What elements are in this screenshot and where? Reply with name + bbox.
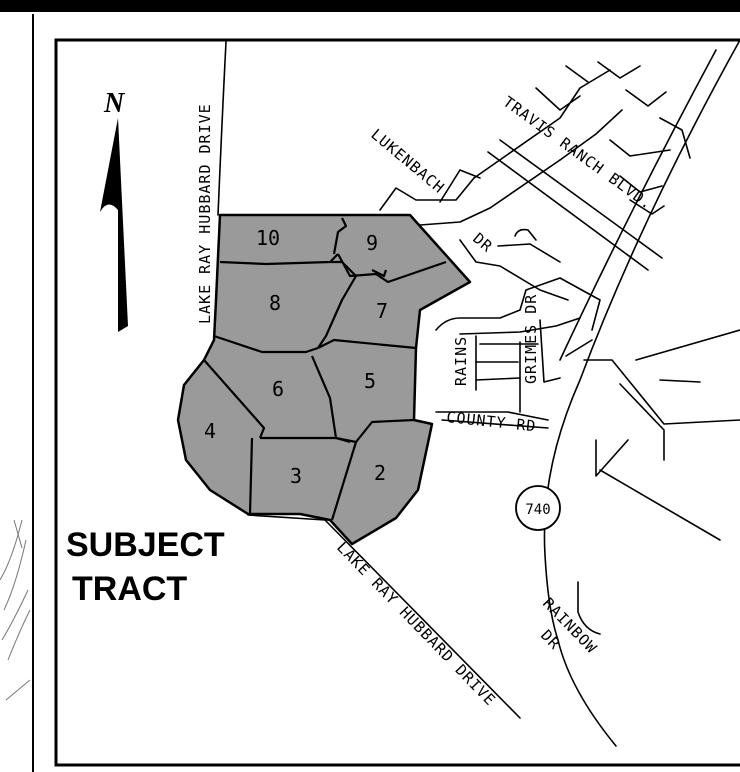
north-arrow: N [100,88,128,332]
subject-tract-line1: SUBJECT [66,526,225,564]
subject-tract-title: SUBJECT TRACT [66,526,225,608]
county-rd-label: COUNTY RD [446,408,538,435]
subject-tract-line2: TRACT [72,570,187,608]
rains-label: RAINS [452,336,470,386]
lot-5: 5 [364,369,376,393]
lot-4: 4 [204,419,216,443]
lot-numbers: 10 9 8 7 6 5 4 3 2 [204,226,388,488]
lot-9: 9 [366,231,378,255]
map-frame [54,38,740,767]
lukenbach-dr-label: DR [469,229,496,256]
lot-7: 7 [376,299,388,323]
travis-ranch-label: TRAVIS RANCH BLVD. [500,93,657,214]
subject-tract-lots [176,213,472,546]
lot-10: 10 [256,226,280,250]
highway-740-shield: 740 [515,485,561,531]
lake-ray-hubbard-south-label: LAKE RAY HUBBARD DRIVE [333,538,499,709]
lot-8: 8 [269,291,281,315]
lot-2: 2 [374,461,386,485]
grimes-label: GRIMES DR [522,294,540,384]
highway-740-label: 740 [525,502,550,518]
background-sketch-lines [0,519,31,701]
top-border [0,0,740,12]
north-label: N [103,88,126,119]
lukenbach-label: LUKENBACH [367,125,448,197]
lot-3: 3 [290,464,302,488]
lot-6: 6 [272,377,284,401]
lake-ray-hubbard-north-label: LAKE RAY HUBBARD DRIVE [196,103,214,324]
